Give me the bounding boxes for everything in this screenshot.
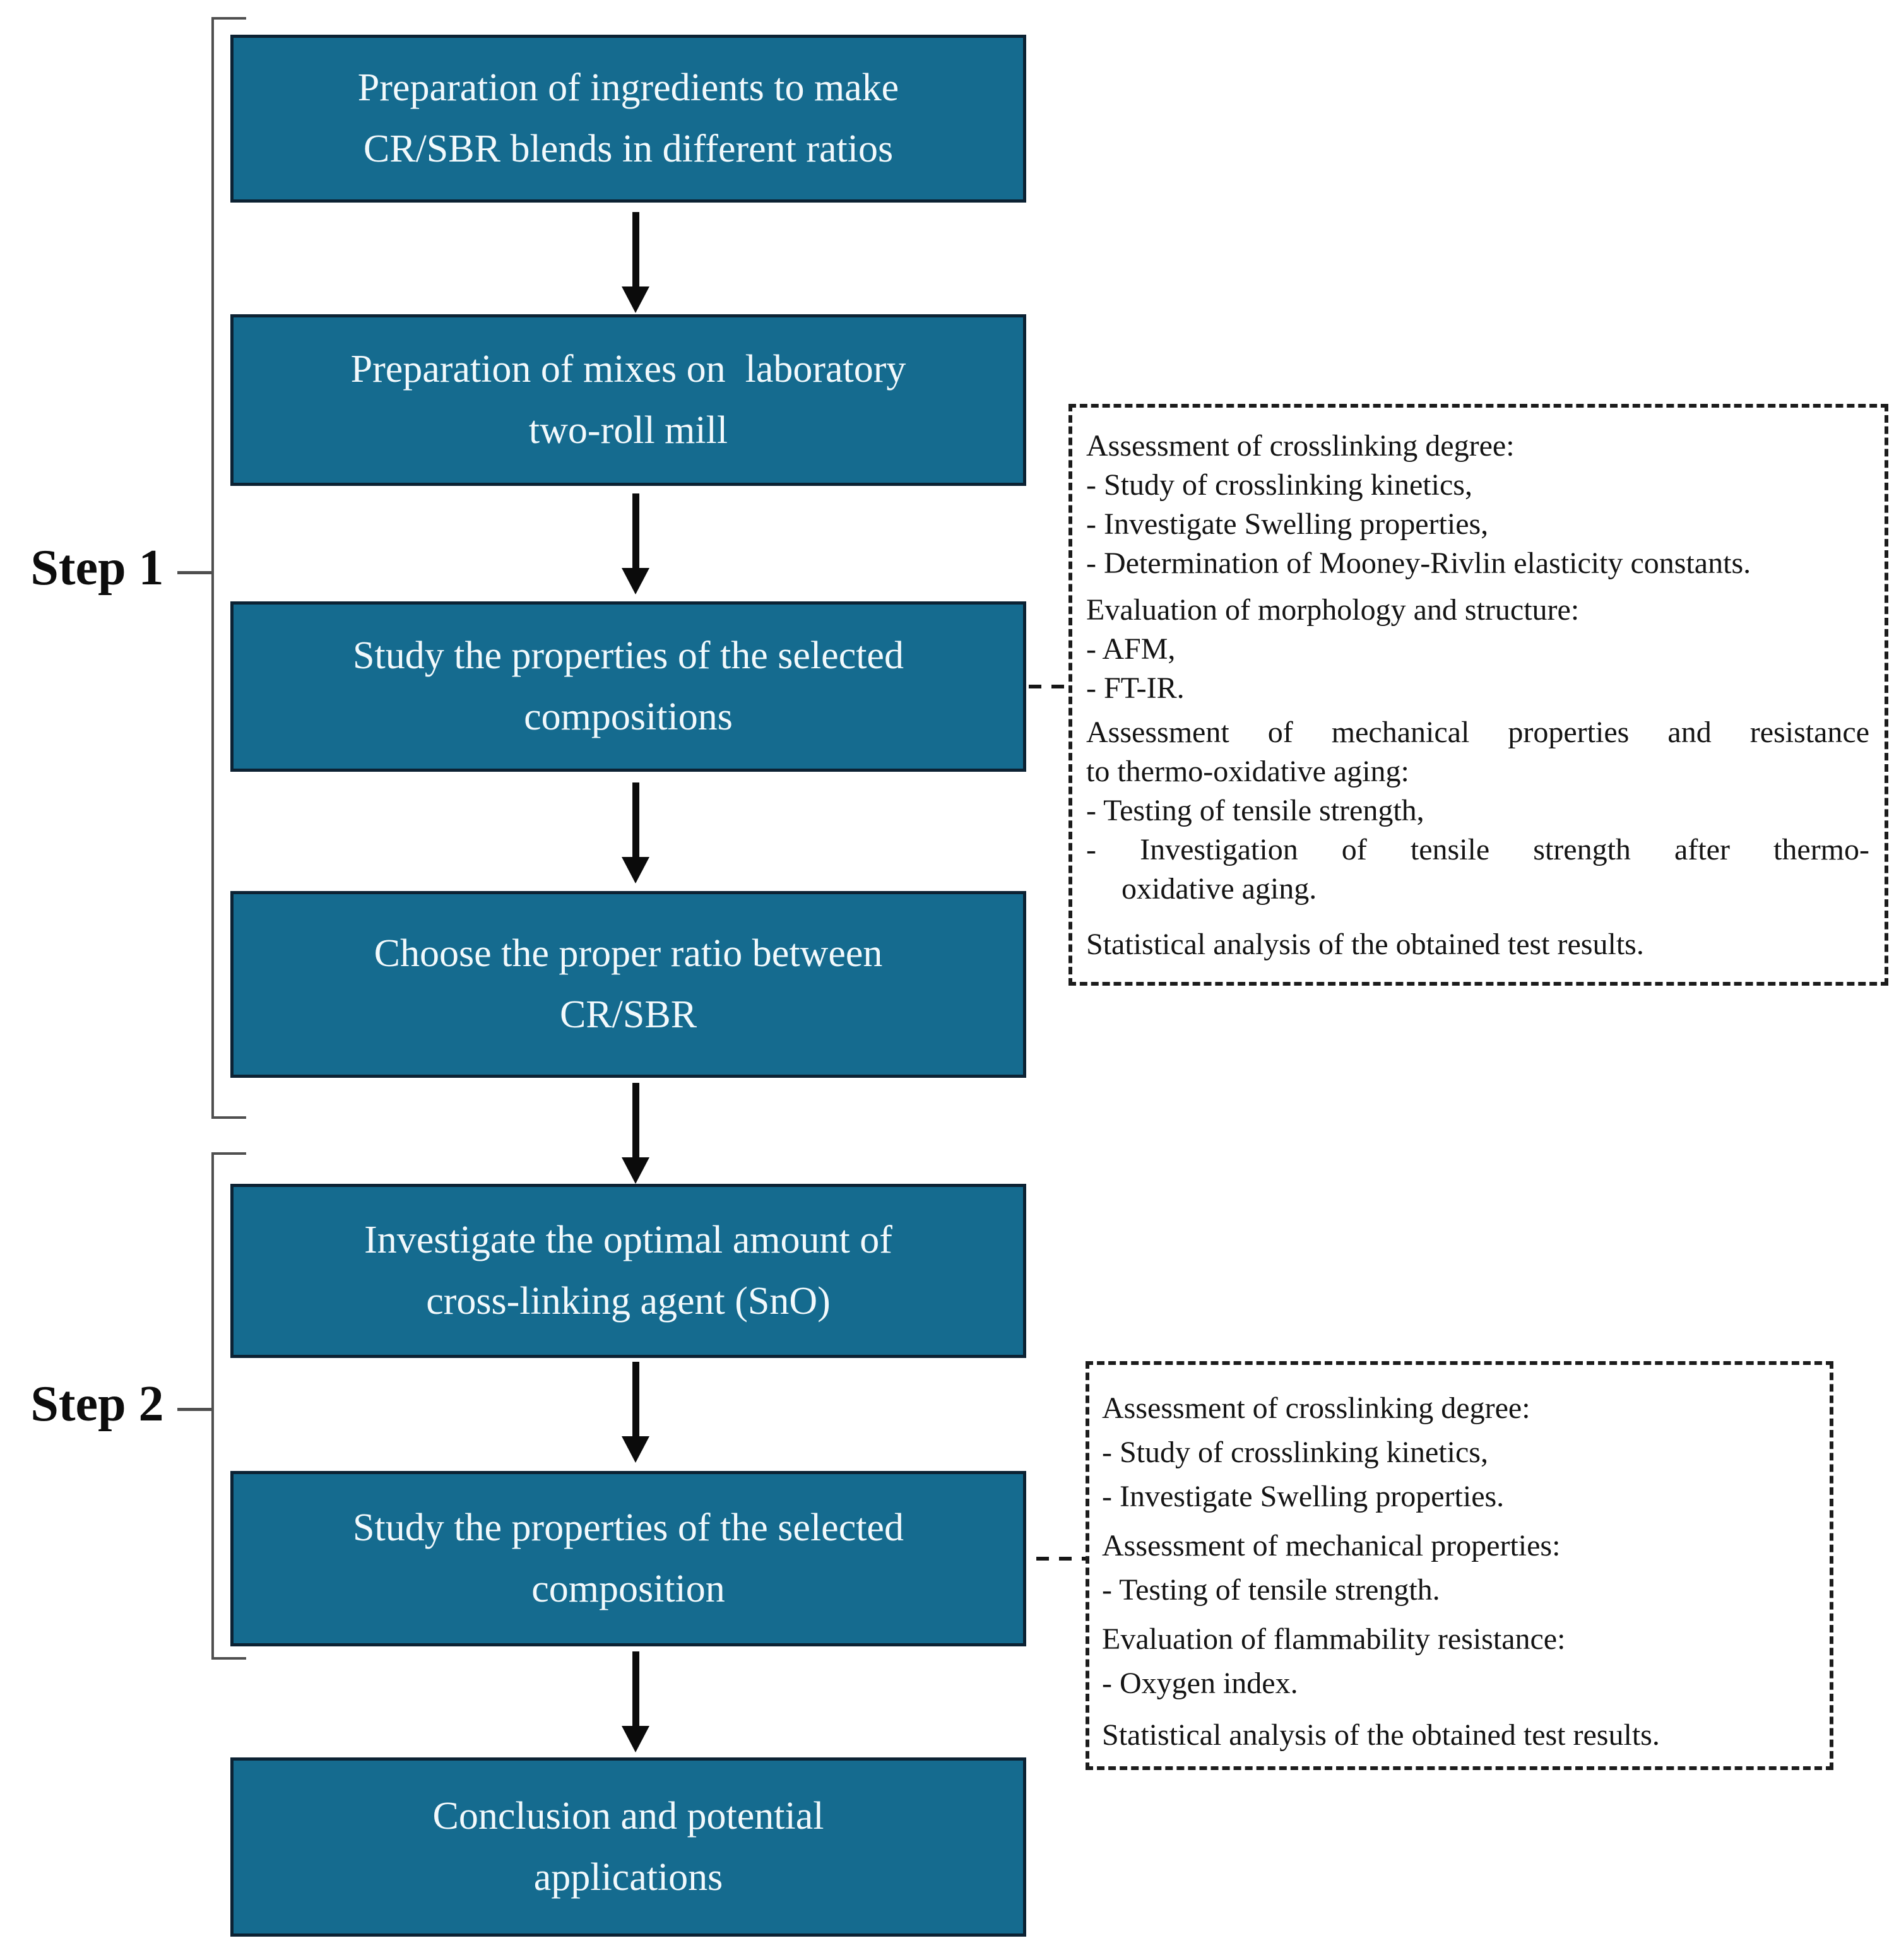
arrow-head-icon bbox=[622, 857, 649, 883]
annotation-line: - Study of crosslinking kinetics, bbox=[1102, 1436, 1488, 1469]
flow-box-text-line: Study the properties of the selected bbox=[353, 1506, 904, 1549]
flow-arrow-5 bbox=[607, 1362, 664, 1463]
flow-box-text-line: applications bbox=[533, 1856, 723, 1899]
arrow-head-icon bbox=[622, 1157, 649, 1184]
annotation-line: - Investigate Swelling properties, bbox=[1086, 507, 1489, 541]
annotation-panel-step1: Assessment of crosslinking degree: - Stud… bbox=[1068, 404, 1888, 986]
annotation-line: oxidative aging. bbox=[1122, 872, 1317, 906]
step2-bracket-tick bbox=[177, 1408, 211, 1411]
annotation-line: - Testing of tensile strength, bbox=[1086, 794, 1424, 827]
flow-box-text-line: Conclusion and potential bbox=[432, 1795, 824, 1838]
flow-box-text-line: composition bbox=[531, 1567, 725, 1610]
flow-box-text-line: Preparation of ingredients to make bbox=[357, 66, 899, 109]
flow-box-text-line: CR/SBR blends in different ratios bbox=[363, 127, 894, 170]
flow-arrow-6 bbox=[607, 1651, 664, 1752]
flow-box-text-line: Study the properties of the selected bbox=[353, 634, 904, 677]
flow-box-text: Preparation of mixes on laboratory two-ro… bbox=[234, 339, 1023, 461]
flow-box-text: Study the properties of the selected comp… bbox=[234, 1497, 1023, 1620]
annotation-line: Evaluation of flammability resistance: bbox=[1102, 1622, 1566, 1656]
flow-box-text-line: Choose the proper ratio between bbox=[374, 932, 883, 975]
step1-bracket bbox=[211, 17, 246, 1119]
annotation-line: Assessment of mechanical properties and … bbox=[1086, 716, 1869, 749]
annotation-line: - Testing of tensile strength. bbox=[1102, 1573, 1440, 1607]
flow-box-study-composition: Study the properties of the selected comp… bbox=[230, 1471, 1026, 1646]
flow-arrow-1 bbox=[607, 212, 664, 313]
flow-arrow-2 bbox=[607, 493, 664, 594]
step2-label: Step 2 bbox=[30, 1376, 164, 1432]
flow-box-text-line: Investigate the optimal amount of bbox=[364, 1219, 892, 1261]
arrow-head-icon bbox=[622, 568, 649, 594]
flow-box-text: Investigate the optimal amount of cross-l… bbox=[234, 1210, 1023, 1332]
dashed-connector-2 bbox=[1036, 1557, 1087, 1561]
arrow-head-icon bbox=[622, 1726, 649, 1752]
flow-box-text: Study the properties of the selected comp… bbox=[234, 625, 1023, 748]
flow-box-text: Conclusion and potential applications bbox=[234, 1786, 1023, 1908]
annotation-line: Evaluation of morphology and structure: bbox=[1086, 593, 1580, 627]
flow-box-conclusion: Conclusion and potential applications bbox=[230, 1757, 1026, 1937]
annotation-line: - Study of crosslinking kinetics, bbox=[1086, 468, 1472, 502]
arrow-head-icon bbox=[622, 1436, 649, 1463]
flow-box-text-line: cross-linking agent (SnO) bbox=[426, 1280, 831, 1323]
flow-box-optimal-amount: Investigate the optimal amount of cross-l… bbox=[230, 1184, 1026, 1358]
step1-bracket-tick bbox=[177, 571, 211, 574]
annotation-line: - Oxygen index. bbox=[1102, 1667, 1298, 1700]
flow-box-study-compositions: Study the properties of the selected comp… bbox=[230, 601, 1026, 772]
flow-box-text-line: two-roll mill bbox=[528, 409, 728, 452]
flow-box-text-line: CR/SBR bbox=[559, 993, 697, 1036]
annotation-line: Assessment of mechanical properties: bbox=[1102, 1529, 1561, 1562]
flow-arrow-4 bbox=[607, 1083, 664, 1184]
arrow-shaft bbox=[632, 1083, 639, 1157]
annotation-line: Statistical analysis of the obtained tes… bbox=[1102, 1718, 1660, 1752]
annotation-line: - AFM, bbox=[1086, 632, 1176, 666]
annotation-line: to thermo-oxidative aging: bbox=[1086, 755, 1409, 788]
arrow-shaft bbox=[632, 1651, 639, 1726]
flow-arrow-3 bbox=[607, 782, 664, 883]
annotation-line: Statistical analysis of the obtained tes… bbox=[1086, 928, 1644, 961]
step2-bracket bbox=[211, 1152, 246, 1660]
arrow-shaft bbox=[632, 782, 639, 857]
flow-box-text-line: Preparation of mixes on laboratory bbox=[350, 348, 906, 391]
arrow-shaft bbox=[632, 1362, 639, 1436]
flow-box-text-line: compositions bbox=[524, 695, 733, 738]
annotation-line: Assessment of crosslinking degree: bbox=[1102, 1391, 1530, 1425]
annotation-line: - Investigation of tensile strength afte… bbox=[1086, 833, 1869, 866]
annotation-line: - Investigate Swelling properties. bbox=[1102, 1480, 1505, 1513]
annotation-line: - FT-IR. bbox=[1086, 671, 1185, 705]
annotation-panel-step2: Assessment of crosslinking degree: - Stud… bbox=[1086, 1361, 1833, 1770]
step1-label: Step 1 bbox=[30, 540, 164, 596]
arrow-shaft bbox=[632, 212, 639, 286]
annotation-line: - Determination of Mooney-Rivlin elastic… bbox=[1086, 546, 1751, 580]
arrow-head-icon bbox=[622, 286, 649, 313]
annotation-line: Assessment of crosslinking degree: bbox=[1086, 429, 1515, 463]
arrow-shaft bbox=[632, 493, 639, 568]
dashed-connector-1 bbox=[1029, 685, 1070, 688]
flow-box-preparation-mixes: Preparation of mixes on laboratory two-ro… bbox=[230, 314, 1026, 486]
